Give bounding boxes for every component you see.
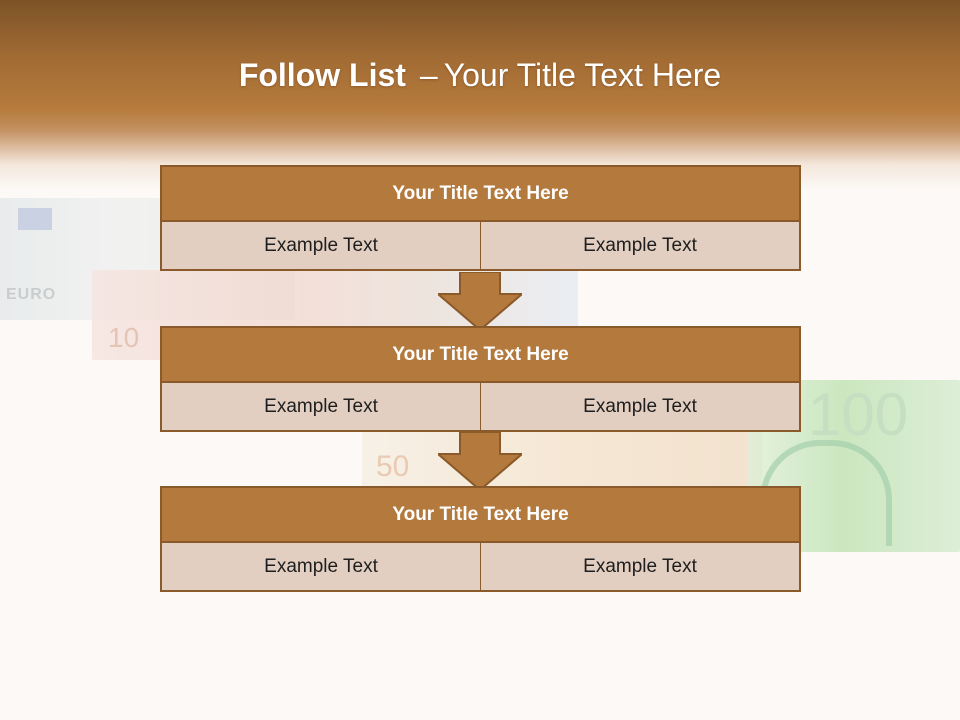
down-arrow-icon — [438, 272, 522, 332]
banknote-50-label: 50 — [376, 450, 410, 483]
slide-title-dash: – — [419, 57, 438, 93]
list-block-title: Your Title Text Here — [160, 486, 801, 543]
banknote-10-label: 10 — [108, 322, 140, 353]
list-block-3: Your Title Text Here Example Text Exampl… — [160, 486, 801, 592]
title-banner — [0, 0, 960, 190]
slide-title: Follow List–Your Title Text Here — [0, 50, 960, 100]
slide-title-rest: Your Title Text Here — [443, 57, 722, 93]
list-block-row: Example Text Example Text — [160, 543, 801, 592]
list-block-row: Example Text Example Text — [160, 383, 801, 432]
eu-flag-icon — [18, 208, 52, 230]
list-block-cell-left: Example Text — [160, 543, 481, 592]
banknote-50-image: 50 — [362, 430, 762, 492]
list-block-row: Example Text Example Text — [160, 222, 801, 271]
down-arrow-icon — [438, 432, 522, 492]
list-block-cell-left: Example Text — [160, 222, 481, 271]
list-block-cell-right: Example Text — [481, 222, 801, 271]
list-block-title: Your Title Text Here — [160, 326, 801, 383]
list-block-cell-right: Example Text — [481, 543, 801, 592]
list-block-cell-left: Example Text — [160, 383, 481, 432]
banknote-5-label: EURO — [6, 286, 57, 303]
list-block-cell-right: Example Text — [481, 383, 801, 432]
list-block-2: Your Title Text Here Example Text Exampl… — [160, 326, 801, 432]
list-block-1: Your Title Text Here Example Text Exampl… — [160, 165, 801, 271]
list-block-title: Your Title Text Here — [160, 165, 801, 222]
banknote-100-label: 100 — [808, 381, 909, 448]
slide-title-bold: Follow List — [238, 57, 406, 93]
